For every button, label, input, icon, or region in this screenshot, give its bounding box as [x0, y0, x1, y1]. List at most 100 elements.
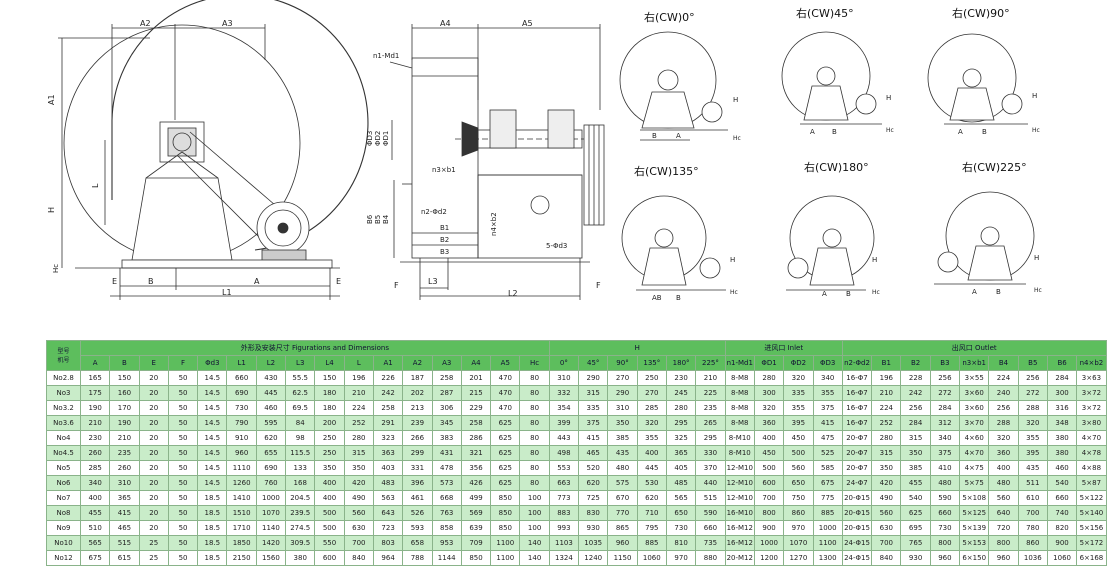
dim-label: L3 — [428, 277, 438, 286]
table-cell: 709 — [460, 535, 492, 551]
table-cell: 625 — [490, 475, 521, 491]
table-cell: 252 — [871, 415, 902, 431]
table-cell: 175 — [79, 385, 111, 401]
table-cell: 335 — [578, 400, 609, 416]
table-cell: 520 — [578, 460, 609, 476]
dim-label: Hc — [872, 289, 880, 296]
table-cell: 365 — [665, 445, 697, 461]
table-cell: 50 — [167, 550, 199, 566]
table-cell: 354 — [548, 400, 580, 416]
table-cell: 740 — [1046, 505, 1078, 521]
table-cell: 14.5 — [197, 370, 228, 386]
table-cell: 593 — [402, 520, 433, 536]
table-cell: 310 — [607, 400, 638, 416]
table-cell: 445 — [636, 460, 667, 476]
model-cell: No2.8 — [46, 370, 81, 386]
table-cell: 3×70 — [959, 415, 990, 431]
table-cell: 850 — [490, 490, 521, 506]
table-cell: 284 — [900, 415, 931, 431]
table-cell: 225 — [695, 385, 726, 401]
table-cell: 2150 — [226, 550, 257, 566]
table-cell: 5×122 — [1076, 490, 1107, 506]
table-cell: 332 — [548, 385, 580, 401]
column-header: B2 — [900, 355, 931, 371]
table-cell: 1420 — [255, 535, 287, 551]
orientation-label: 右(CW)180° — [804, 160, 869, 174]
table-cell: 50 — [167, 400, 199, 416]
column-header: L3 — [285, 355, 316, 371]
orientation-label: 右(CW)135° — [634, 164, 699, 178]
table-cell: 5×140 — [1076, 505, 1107, 521]
table-cell: 285 — [79, 460, 111, 476]
table-cell: 400 — [79, 490, 111, 506]
table-cell: 850 — [490, 505, 521, 521]
dim-label: Hc — [886, 127, 894, 134]
table-cell: 315 — [900, 430, 931, 446]
dim-label: A1 — [47, 94, 56, 105]
model-cell: No5 — [46, 460, 81, 476]
table-cell: 885 — [636, 535, 667, 551]
model-cell: No3.2 — [46, 400, 81, 416]
table-cell: 525 — [812, 445, 843, 461]
table-cell: 560 — [343, 505, 374, 521]
table-cell: 540 — [1046, 475, 1078, 491]
table-cell: 309.5 — [285, 535, 316, 551]
table-cell: 450 — [783, 430, 814, 446]
table-cell: 760 — [255, 475, 287, 491]
table-cell: 14.5 — [197, 400, 228, 416]
column-header: A — [79, 355, 111, 371]
table-cell: 258 — [431, 370, 462, 386]
table-cell: 5×108 — [959, 490, 990, 506]
table-cell: 803 — [372, 535, 404, 551]
table-cell: 228 — [900, 370, 931, 386]
table-cell: 400 — [753, 430, 785, 446]
dim-label: ΦD3 — [366, 131, 374, 146]
table-cell: 323 — [372, 430, 404, 446]
dim-label: H — [47, 207, 56, 213]
table-cell: 788 — [402, 550, 433, 566]
table-cell: 299 — [402, 445, 433, 461]
table-cell: 285 — [636, 400, 667, 416]
table-cell: 20-Φ15 — [841, 490, 873, 506]
table-cell: 320 — [1017, 415, 1048, 431]
table-cell: 230 — [79, 430, 111, 446]
table-cell: 383 — [431, 430, 462, 446]
table-cell: 272 — [1017, 385, 1048, 401]
table-cell: 380 — [1046, 445, 1078, 461]
table-cell: 315 — [343, 445, 374, 461]
table-cell: 470 — [490, 370, 521, 386]
column-header: E — [138, 355, 169, 371]
table-cell: 385 — [607, 430, 638, 446]
table-cell: 840 — [343, 550, 374, 566]
table-cell: 8-M8 — [724, 370, 755, 386]
table-cell: 14.5 — [197, 415, 228, 431]
table-cell: 515 — [109, 535, 140, 551]
table-cell: 160 — [109, 385, 140, 401]
table-cell: 655 — [255, 445, 287, 461]
table-cell: 355 — [812, 385, 843, 401]
dim-label: n1-Md1 — [373, 52, 399, 60]
table-cell: 415 — [812, 415, 843, 431]
table-cell: 960 — [607, 535, 638, 551]
table-cell: 62.5 — [285, 385, 316, 401]
table-cell: 1070 — [255, 505, 287, 521]
table-cell: 500 — [314, 520, 345, 536]
table-cell: 540 — [900, 490, 931, 506]
table-cell: 20 — [138, 385, 169, 401]
table-cell: 750 — [783, 490, 814, 506]
table-cell: 440 — [695, 475, 726, 491]
table-cell: 306 — [431, 400, 462, 416]
table-cell: 400 — [314, 475, 345, 491]
dim-label: B — [676, 294, 681, 302]
table-cell: 700 — [753, 490, 785, 506]
table-cell: 1100 — [812, 535, 843, 551]
table-cell: 190 — [109, 415, 140, 431]
dim-label: A3 — [222, 19, 233, 28]
table-cell: 196 — [871, 370, 902, 386]
table-cell: 470 — [490, 385, 521, 401]
model-cell: No3 — [46, 385, 81, 401]
table-cell: 180 — [314, 400, 345, 416]
table-cell: 1270 — [783, 550, 814, 566]
